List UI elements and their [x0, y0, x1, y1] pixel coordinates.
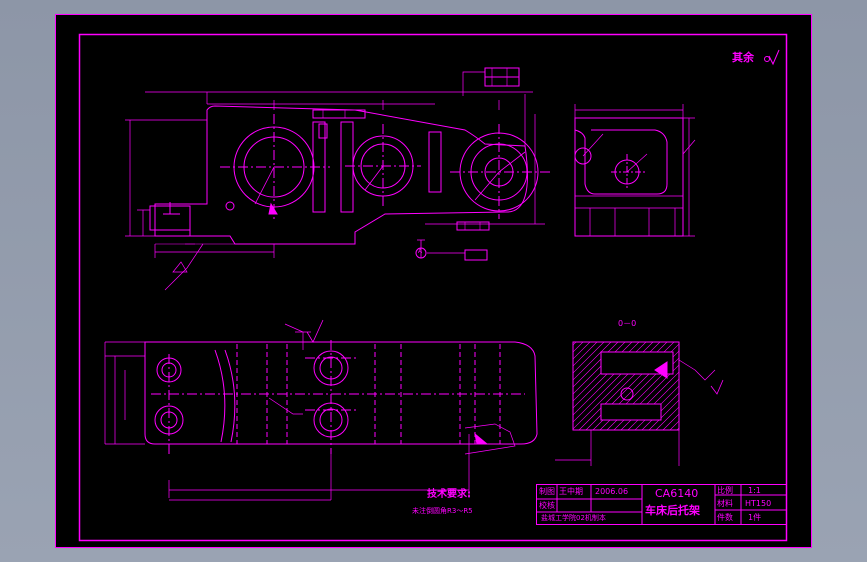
quantity-value: 1件	[748, 513, 762, 522]
school-name: 盐城工学院02机制本	[541, 514, 606, 522]
title-block-grid	[536, 484, 787, 525]
scale-value: 1:1	[748, 486, 761, 495]
top-view	[104, 323, 538, 501]
section-view	[555, 341, 716, 466]
drawing-canvas	[55, 14, 812, 548]
technical-requirements-body: 未注倒圆角R3～R5	[412, 507, 473, 515]
part-model: CA6140	[655, 487, 699, 500]
drawn-by-name: 王中期	[559, 487, 583, 496]
drawing-frame	[78, 33, 788, 542]
technical-requirements-title: 技术要求:	[427, 489, 471, 500]
drawing-date: 2006.06	[595, 487, 629, 496]
material-label: 材料	[717, 499, 733, 508]
section-hatching	[573, 342, 679, 430]
checked-by-label: 校核	[539, 501, 555, 510]
side-view	[574, 104, 696, 237]
quantity-label: 件数	[717, 513, 733, 522]
part-name: 车床后托架	[645, 504, 700, 517]
drawn-by-label: 制图	[539, 487, 555, 496]
surface-roughness-note: 其余	[732, 51, 754, 64]
front-view	[125, 67, 550, 291]
material-value: HT150	[745, 499, 772, 508]
datum-symbol: A	[418, 248, 423, 255]
scale-label: 比例	[717, 486, 733, 495]
sheet-outer-border	[55, 14, 812, 548]
drawing-sheet: 其余 0－0 A 技术要求: 未注倒圆角R3～R5 制图 王中期 2006.06…	[55, 14, 812, 548]
section-label: 0－0	[618, 319, 637, 328]
